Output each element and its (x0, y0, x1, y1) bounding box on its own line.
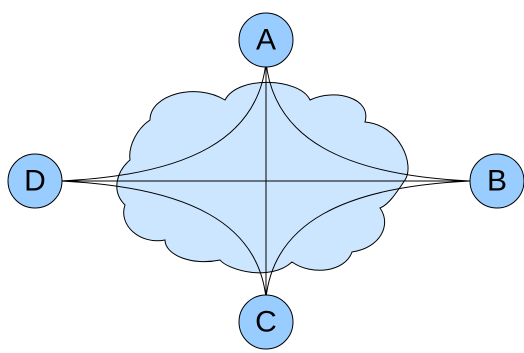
node-a: A (238, 12, 294, 68)
node-c-label: C (255, 306, 277, 339)
node-b-label: B (487, 165, 507, 198)
node-b: B (469, 153, 524, 209)
network-cloud (116, 81, 409, 274)
node-a-circle (238, 12, 294, 68)
node-d-label: D (24, 165, 46, 198)
edges-group (35, 40, 497, 322)
edge-c-b (265, 180, 471, 299)
node-c: C (238, 294, 294, 350)
node-b-circle (469, 153, 524, 209)
edge-c-d (59, 180, 267, 299)
edge-a-d (59, 61, 267, 182)
edge-a-b (265, 61, 471, 182)
node-d: D (7, 153, 63, 209)
node-c-circle (238, 294, 294, 350)
node-a-label: A (256, 24, 276, 57)
node-d-circle (7, 153, 63, 209)
